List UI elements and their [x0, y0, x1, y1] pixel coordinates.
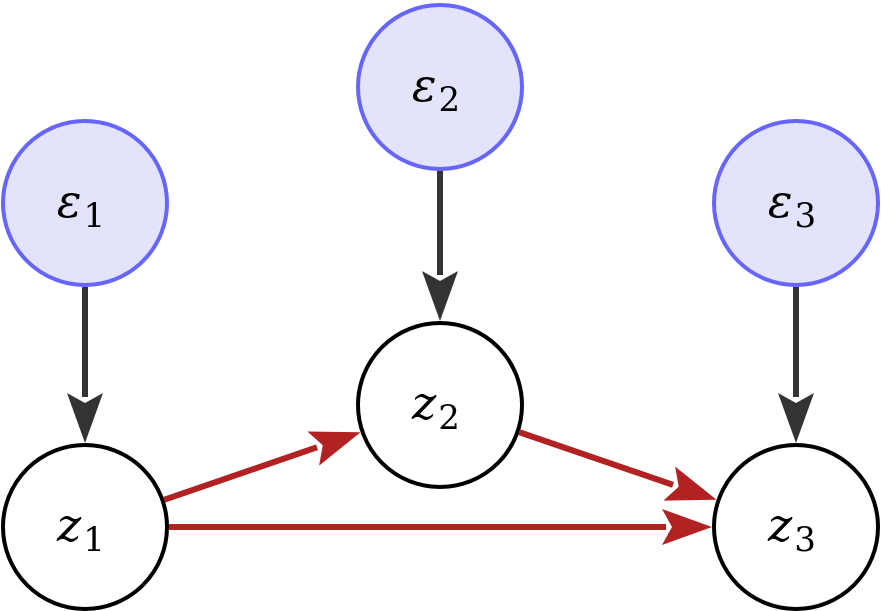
node-subscript: 3 — [794, 520, 816, 560]
edge-z1-to-z3 — [169, 509, 712, 545]
node-subscript: 1 — [83, 520, 105, 560]
arrowhead — [663, 466, 717, 501]
edge-line — [163, 444, 319, 503]
node-circle — [356, 321, 524, 489]
noise-node-e3: ε3 — [712, 119, 880, 287]
node-circle — [712, 443, 880, 611]
node-symbol: ε — [412, 58, 437, 112]
node-subscript: 3 — [795, 196, 817, 236]
latent-node-z3: z3 — [712, 443, 880, 611]
noise-node-e2: ε2 — [356, 3, 524, 171]
edge-e1-to-z1 — [67, 287, 103, 443]
arrowhead — [662, 509, 712, 545]
node-subscript: 2 — [439, 80, 461, 120]
node-circle — [712, 119, 880, 287]
edges-layer — [67, 171, 814, 545]
node-label: ε2 — [412, 58, 460, 120]
node-symbol: ε — [57, 174, 82, 228]
edge-e3-to-z3 — [778, 287, 814, 443]
node-symbol: z — [56, 498, 82, 552]
node-subscript: 1 — [84, 196, 106, 236]
arrowhead — [307, 431, 361, 466]
edge-line — [518, 429, 674, 488]
node-label: z1 — [56, 498, 105, 560]
node-label: ε1 — [57, 174, 105, 236]
node-symbol: z — [767, 498, 793, 552]
arrowhead — [67, 393, 103, 443]
edge-z2-to-z3 — [518, 429, 717, 501]
node-label: z2 — [411, 376, 460, 438]
arrowhead — [778, 393, 814, 443]
edge-z1-to-z2 — [163, 431, 361, 503]
node-subscript: 2 — [438, 398, 460, 438]
node-circle — [356, 3, 524, 171]
node-symbol: z — [411, 376, 437, 430]
edge-e2-to-z2 — [422, 171, 458, 321]
node-circle — [1, 119, 169, 287]
node-label: ε3 — [768, 174, 816, 236]
latent-node-z2: z2 — [356, 321, 524, 489]
node-label: z3 — [767, 498, 816, 560]
node-circle — [1, 443, 169, 611]
latent-node-z1: z1 — [1, 443, 169, 611]
node-symbol: ε — [768, 174, 793, 228]
arrowhead — [422, 271, 458, 321]
noise-node-e1: ε1 — [1, 119, 169, 287]
